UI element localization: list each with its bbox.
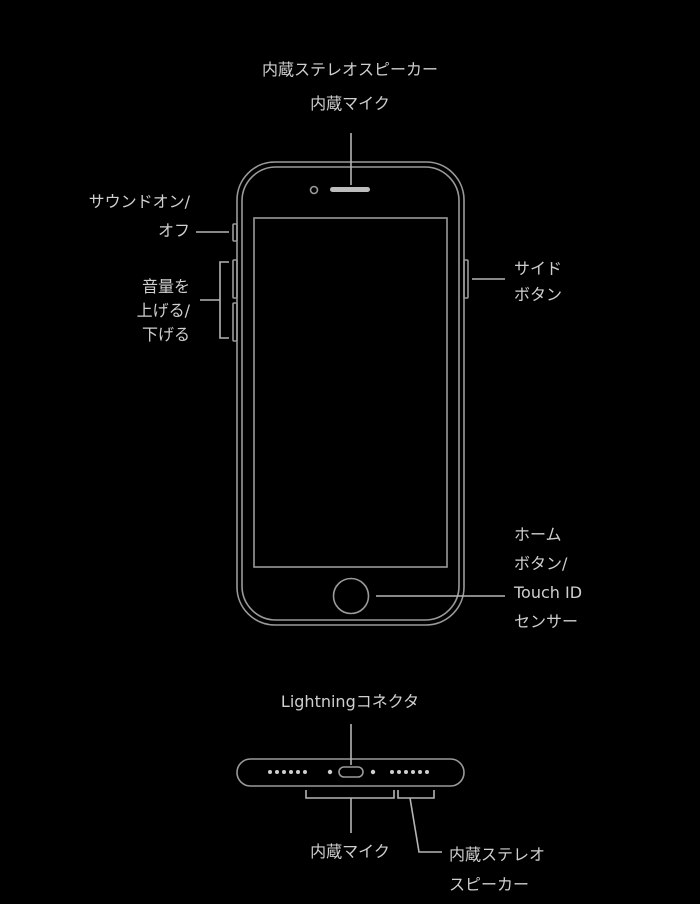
earpiece-speaker bbox=[330, 187, 370, 192]
ring-switch bbox=[232, 223, 238, 242]
label-ring-switch: サウンドオン/ オフ bbox=[88, 192, 190, 240]
label-lightning: Lightningコネクタ bbox=[280, 692, 420, 711]
volume-down-button bbox=[232, 302, 238, 342]
phone-screen bbox=[253, 217, 448, 568]
label-home-button: ホーム ボタン/ Touch ID センサー bbox=[514, 525, 583, 631]
volume-up-button bbox=[232, 259, 238, 299]
label-volume: 音量を 上げる/ 下げる bbox=[136, 277, 190, 344]
label-side-button: サイド ボタン bbox=[514, 259, 563, 304]
front-camera bbox=[309, 185, 319, 195]
phone-body bbox=[236, 161, 465, 626]
home-button-outline bbox=[332, 577, 370, 615]
label-speaker-top: 内蔵ステレオスピーカー bbox=[261, 60, 438, 79]
lightning-port bbox=[338, 766, 364, 778]
callout-mic-bottom bbox=[305, 790, 395, 799]
side-button-shape bbox=[463, 259, 469, 299]
label-mic-top: 内蔵マイク bbox=[310, 94, 390, 113]
label-mic-bottom: 内蔵マイク bbox=[310, 842, 390, 861]
bottom-holes bbox=[268, 769, 429, 775]
phone-body-inner bbox=[241, 166, 460, 621]
callout-speaker-bottom bbox=[397, 790, 435, 799]
callout-volume bbox=[219, 261, 229, 339]
label-speaker-bottom: 内蔵ステレオ スピーカー bbox=[449, 845, 546, 894]
